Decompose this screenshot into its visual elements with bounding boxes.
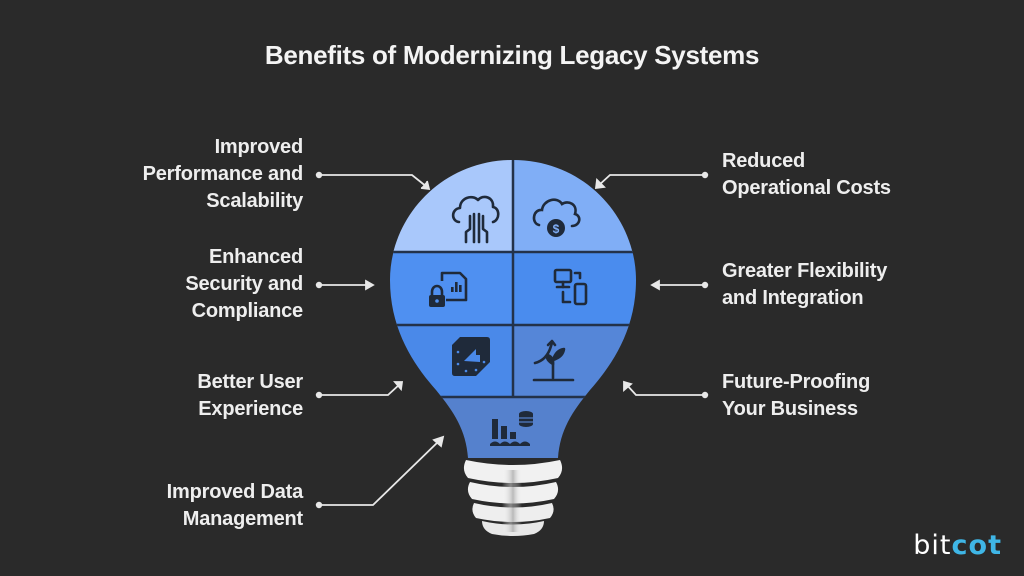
benefit-user-experience: Better User Experience <box>197 371 303 420</box>
arrow-flexibility <box>650 279 709 291</box>
arrow-user-experience <box>315 381 404 399</box>
database-bar-chart-icon <box>490 411 533 446</box>
benefit-operational-costs: Reduced Operational Costs <box>722 150 891 199</box>
bulb-base <box>463 460 563 536</box>
benefit-performance-scalability: Improved Performance and Scalability <box>142 136 304 212</box>
connector-arrows <box>315 171 709 509</box>
secure-document-chart-icon <box>429 271 468 307</box>
page-title: Benefits of Modernizing Legacy Systems <box>264 40 760 70</box>
benefit-future-proofing: Future-Proofing Your Business <box>722 371 871 420</box>
segment-security <box>390 252 513 325</box>
benefit-data-management: Improved Data Management <box>166 481 304 530</box>
benefit-security-compliance: Enhanced Security and Compliance <box>185 246 303 322</box>
arrow-security <box>315 279 375 291</box>
benefit-flexibility-integration: Greater Flexibility and Integration <box>722 260 888 309</box>
arrow-operational-costs <box>594 171 709 190</box>
svg-text:$: $ <box>553 222 560 236</box>
bitcot-logo: bitcot <box>913 530 1002 561</box>
arrow-data-management <box>315 435 445 509</box>
cloud-dollar-icon: $ <box>532 198 581 237</box>
arrow-performance <box>315 171 431 191</box>
segment-costs <box>513 160 636 252</box>
segment-flexibility <box>513 252 636 325</box>
desktop-mobile-sync-icon <box>553 268 588 306</box>
growth-plant-icon <box>532 339 575 382</box>
arrow-future-proofing <box>623 380 709 399</box>
bulb-segments <box>390 160 636 458</box>
cloud-circuit-icon <box>451 195 500 244</box>
pointer-cursor-tag-icon <box>452 337 490 376</box>
